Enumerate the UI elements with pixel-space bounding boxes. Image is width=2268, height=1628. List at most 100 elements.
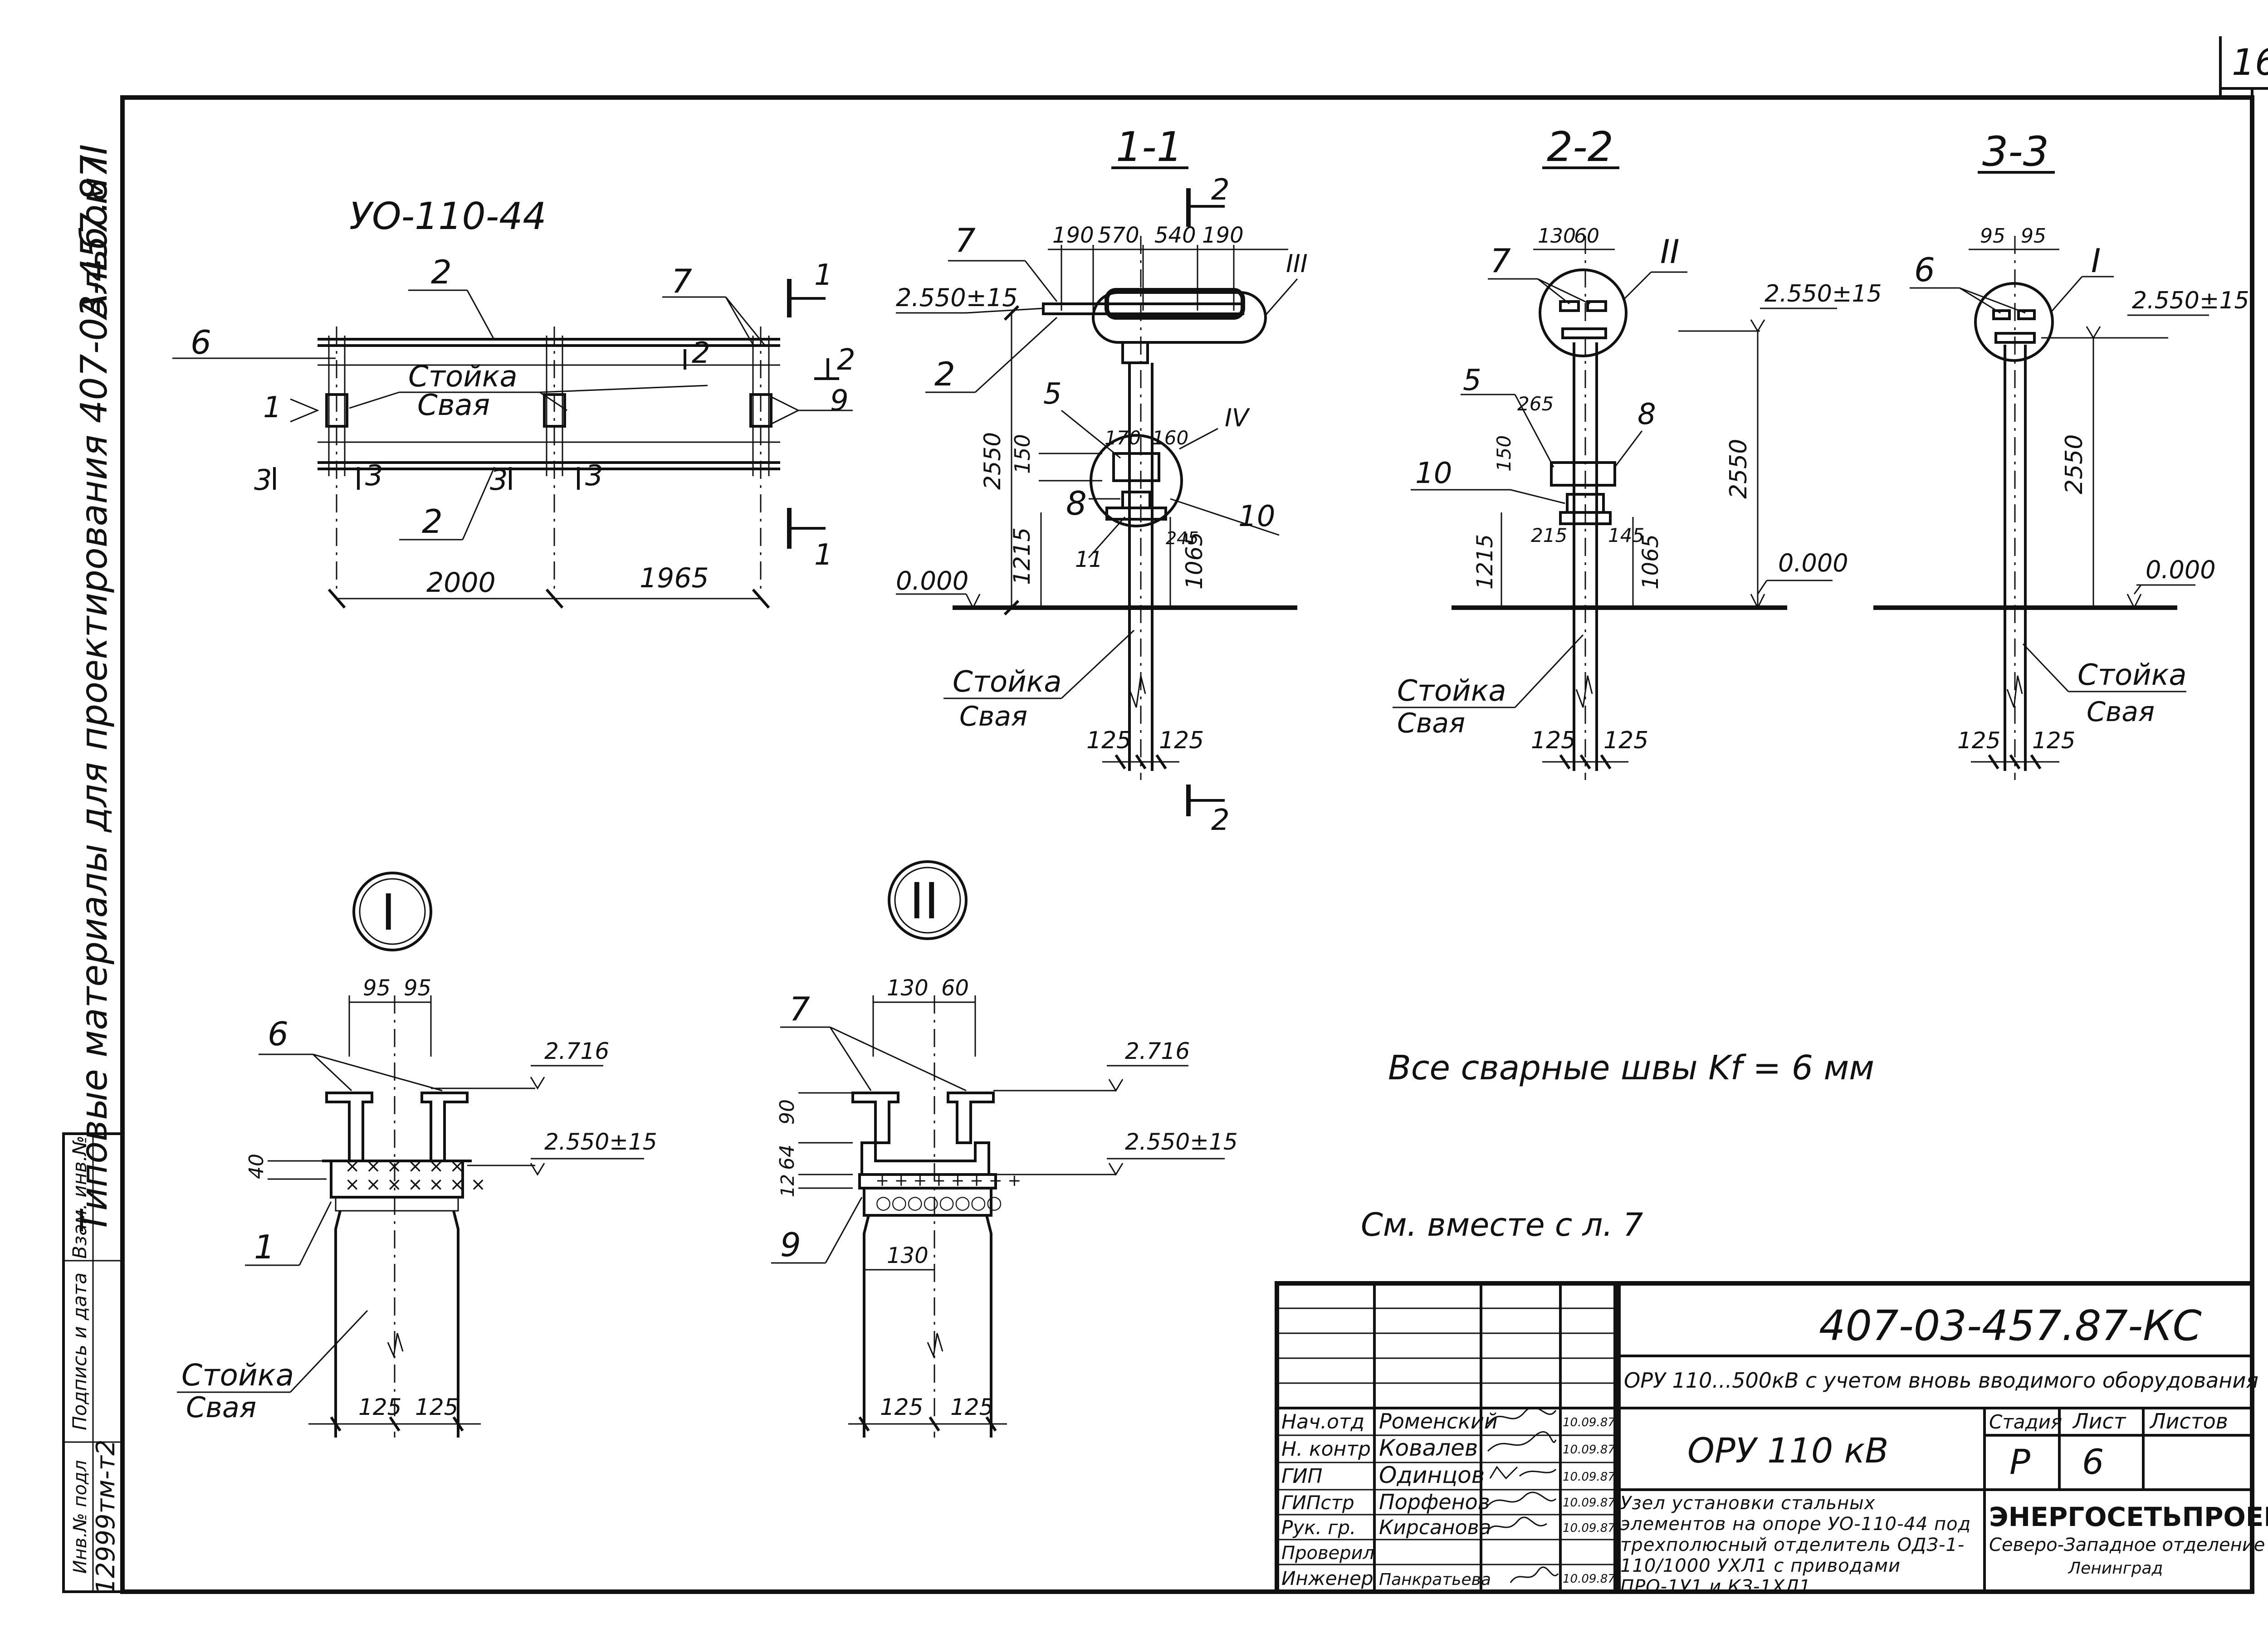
stamp-inv-label: Инв.№ подл — [70, 1460, 91, 1574]
section-3-svaya: Свая — [2087, 696, 2155, 728]
svg-text:10.09.87: 10.09.87 — [1563, 1416, 1615, 1429]
detail-2-callout-9: 9 — [780, 1226, 801, 1264]
svg-text:3: 3 — [254, 463, 272, 497]
section-2-title: 2-2 — [1547, 123, 1613, 171]
section-1-roman-iii: III — [1286, 249, 1308, 278]
svg-text:Роменский: Роменский — [1379, 1409, 1498, 1433]
detail-2-elev-mid: 2.550±15 — [1125, 1129, 1238, 1155]
svg-text:125: 125 — [1957, 727, 2000, 754]
svg-text:150: 150 — [1010, 434, 1035, 474]
title-code: 407-03-457.87-КС — [1819, 1301, 2202, 1350]
section-1-1: 1-1 2 2 190 570 540 190 III — [896, 123, 1308, 837]
stamp-inv-number: 12999тм-т2 — [91, 1439, 121, 1594]
title-sheets-label: Листов — [2149, 1409, 2228, 1433]
svg-text:Рук. гр.: Рук. гр. — [1281, 1516, 1356, 1539]
detail-2-elev-top: 2.716 — [1125, 1038, 1190, 1064]
detail-1-callout-1: 1 — [254, 1228, 275, 1266]
svg-text:2550: 2550 — [979, 432, 1006, 490]
section-2-stoika: Стойка — [1397, 674, 1506, 708]
title-sheet-label: Лист — [2072, 1409, 2126, 1433]
svg-text:2: 2 — [692, 336, 710, 370]
svg-text:160: 160 — [1152, 427, 1188, 449]
plan-callout-6: 6 — [191, 323, 211, 361]
title-org-city: Ленинград — [2068, 1559, 2163, 1578]
plan-svaya: Свая — [417, 389, 490, 422]
svg-text:1065: 1065 — [1181, 532, 1207, 590]
section-3-title: 3-3 — [1982, 128, 2049, 175]
svg-text:215: 215 — [1531, 524, 1567, 546]
detail-2: II 130 60 + + + + + + + + ○○○○○○○○ 2.716… — [771, 860, 1238, 1438]
title-project: ОРУ 110...500кВ с учетом вновь вводимого… — [1624, 1368, 2258, 1393]
note-see-also: См. вместе с л. 7 — [1361, 1206, 1643, 1243]
section-3-callout-6: 6 — [1914, 251, 1935, 289]
svg-text:10.09.87: 10.09.87 — [1563, 1572, 1615, 1586]
svg-text:95: 95 — [1980, 224, 2005, 248]
svg-text:95: 95 — [363, 975, 391, 1001]
svg-text:150: 150 — [1493, 435, 1515, 472]
svg-text:125: 125 — [950, 1394, 993, 1420]
svg-text:125: 125 — [1159, 727, 1204, 754]
title-org-branch: Северо-Западное отделение — [1989, 1535, 2265, 1555]
plan-dim-2000: 2000 — [426, 567, 496, 599]
svg-text:2: 2 — [837, 343, 855, 377]
detail-1-callout-6: 6 — [268, 1015, 288, 1053]
section-1-callout-2: 2 — [934, 355, 955, 393]
section-2-2: 2-2 130 60 II 0.000 2.550±15 2550 — [1393, 123, 1882, 780]
section-1-callout-8: 8 — [1066, 484, 1087, 522]
svg-text:125: 125 — [1603, 727, 1648, 754]
svg-text:10.09.87: 10.09.87 — [1563, 1521, 1615, 1535]
left-margin: Альбом II Типовые материалы для проектир… — [62, 144, 124, 1594]
title-sheet-description: Узел установки стальных элементов на опо… — [1620, 1493, 1971, 1590]
svg-text:2550: 2550 — [1725, 439, 1752, 499]
plan-section-marks: 1 1 2 2 3 3 3 3 — [254, 258, 855, 572]
svg-text:Н. контр: Н. контр — [1281, 1438, 1371, 1461]
detail-1-elev-mid: 2.550±15 — [544, 1129, 657, 1155]
svg-text:Ковалев: Ковалев — [1379, 1435, 1478, 1461]
svg-text:40: 40 — [245, 1154, 268, 1179]
svg-text:2550: 2550 — [2061, 434, 2088, 494]
svg-text:125: 125 — [1086, 727, 1131, 754]
svg-text:540: 540 — [1154, 223, 1196, 248]
svg-text:× × × × × ×: × × × × × × — [345, 1156, 465, 1177]
plan-title: УО-110-44 — [349, 195, 547, 238]
section-1-callout-11: 11 — [1075, 547, 1103, 572]
svg-text:1: 1 — [814, 258, 833, 292]
detail-2-dim-130: 130 — [887, 1243, 929, 1268]
section-1-title: 1-1 — [1116, 123, 1183, 171]
section-3-elev-zero: 0.000 — [2146, 556, 2216, 584]
section-2-callout-5: 5 — [1463, 364, 1481, 397]
section-2-callout-8: 8 — [1637, 398, 1656, 431]
section-1-elev-zero: 0.000 — [896, 566, 968, 596]
section-1-stoika: Стойка — [953, 665, 1062, 699]
plan-callout-9: 9 — [830, 384, 849, 418]
detail-1-elev-top: 2.716 — [544, 1038, 609, 1064]
svg-text:1215: 1215 — [1009, 527, 1035, 585]
svg-text:○○○○○○○○: ○○○○○○○○ — [875, 1192, 1002, 1213]
album-caption: Альбом II — [73, 144, 115, 321]
svg-text:130: 130 — [1538, 224, 1576, 248]
section-2-roman-ii: II — [1660, 233, 1679, 271]
svg-text:Проверил: Проверил — [1281, 1543, 1374, 1564]
svg-text:1215: 1215 — [1472, 534, 1498, 590]
svg-text:ГИП: ГИП — [1281, 1465, 1323, 1488]
title-org: ЭНЕРГОСЕТЬПРОЕКТ — [1989, 1501, 2268, 1532]
title-block: Нач.отд Роменский 10.09.87 Н. контр Кова… — [1275, 1281, 2268, 1594]
svg-text:12: 12 — [777, 1174, 798, 1197]
svg-text:190: 190 — [1202, 223, 1244, 248]
svg-text:265: 265 — [1517, 393, 1554, 415]
section-1-svaya: Свая — [959, 701, 1027, 732]
series-caption: Типовые материалы для проектирования 407… — [73, 155, 115, 1233]
svg-text:Нач.отд: Нач.отд — [1281, 1410, 1364, 1433]
section-2-callout-10: 10 — [1415, 457, 1452, 490]
section-3-roman-i: I — [2091, 242, 2101, 280]
svg-text:245: 245 — [1166, 528, 1199, 548]
svg-text:570: 570 — [1098, 223, 1139, 248]
plan-stoika: Стойка — [408, 360, 518, 394]
detail-1-mark: I — [381, 883, 396, 941]
section-1-callout-5: 5 — [1043, 377, 1062, 411]
svg-text:95: 95 — [404, 975, 431, 1001]
svg-text:× × × × × × ×: × × × × × × × — [345, 1174, 486, 1195]
svg-text:1065: 1065 — [1638, 534, 1663, 590]
title-sheet: 6 — [2082, 1442, 2104, 1482]
stamp-sign-label: Подпись и дата — [68, 1272, 91, 1430]
